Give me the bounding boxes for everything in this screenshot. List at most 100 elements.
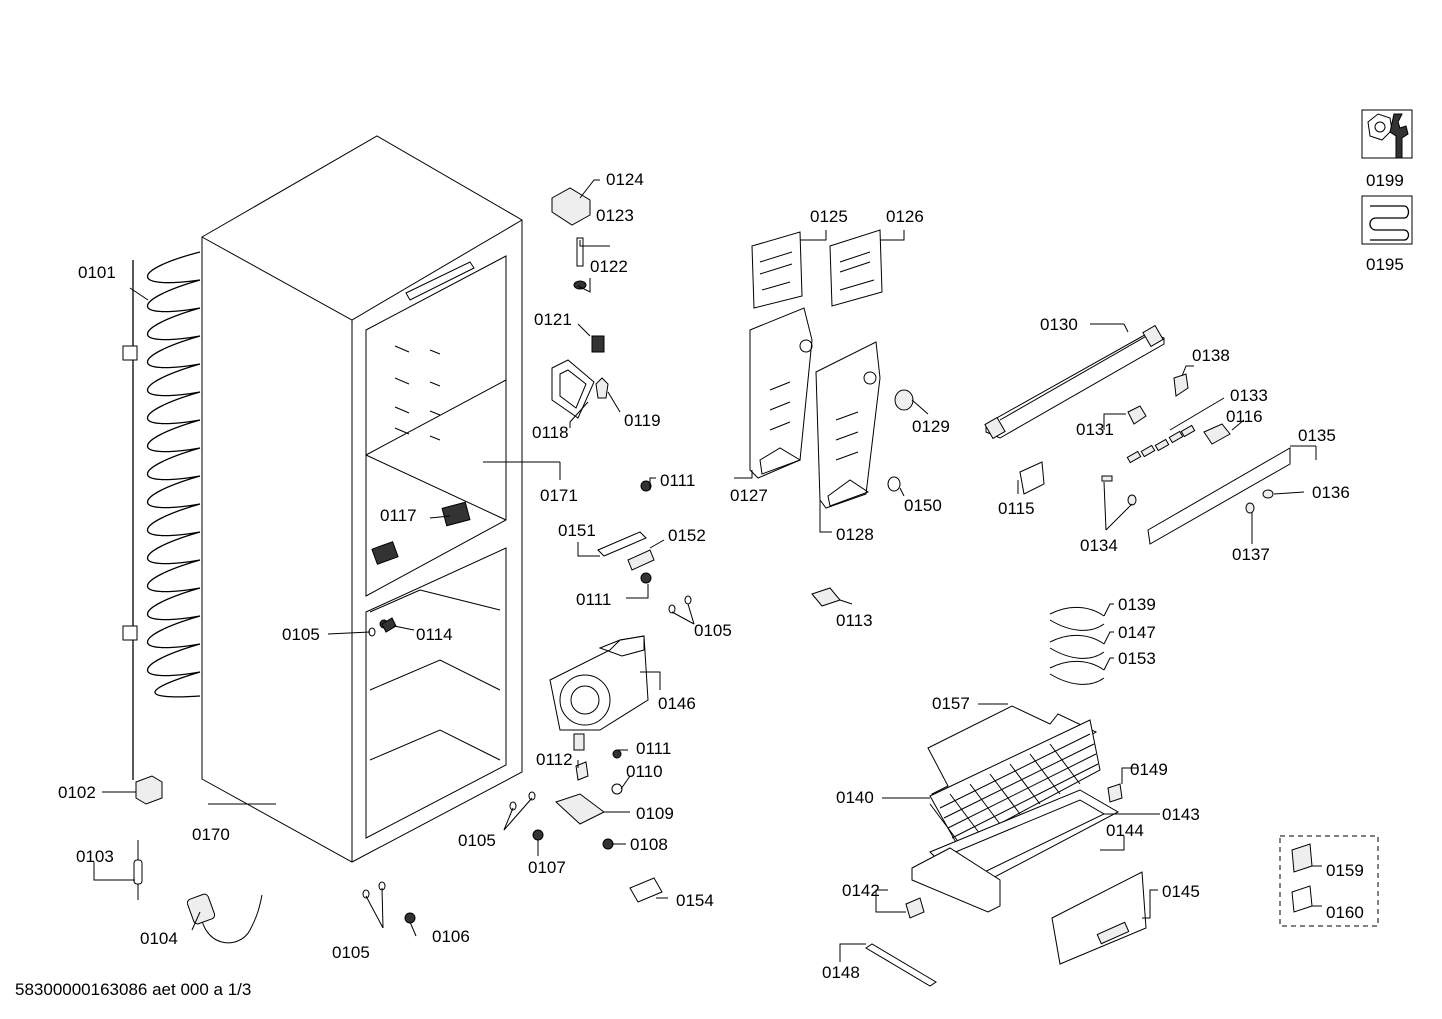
- label-0112: 0112: [536, 750, 573, 769]
- part-0134: [1101, 475, 1137, 506]
- label-0131: 0131: [1076, 420, 1114, 439]
- part-0125-panel: [751, 231, 803, 309]
- label-0105-d: 0105: [332, 943, 370, 962]
- part-0127-duct: [749, 307, 813, 479]
- label-0116: 0116: [1226, 407, 1263, 426]
- label-0133: 0133: [1230, 386, 1268, 405]
- part-0154-gasket: [629, 877, 663, 903]
- label-0117: 0117: [380, 506, 417, 525]
- label-0114: 0114: [416, 625, 453, 644]
- cabinet-body: [201, 135, 523, 863]
- part-0136: [1262, 489, 1274, 499]
- part-0133-buttons: [1126, 424, 1196, 464]
- label-0109: 0109: [636, 804, 674, 823]
- part-0112-clip: [575, 761, 589, 781]
- condenser-coil: [122, 251, 201, 780]
- label-0119: 0119: [624, 411, 661, 430]
- part-kit-0159-0160: [1279, 835, 1379, 927]
- part-0145-rear-cover: [1051, 871, 1147, 965]
- label-0135: 0135: [1298, 426, 1336, 445]
- part-0118-plate: [551, 359, 595, 419]
- label-0105-c: 0105: [458, 831, 496, 850]
- part-0151-bracket: [597, 531, 655, 571]
- part-0138: [1173, 373, 1189, 397]
- part-0104-power-cord: [186, 893, 263, 944]
- coil-icon: [1361, 195, 1413, 245]
- label-0140: 0140: [836, 788, 874, 807]
- label-0122: 0122: [590, 257, 628, 276]
- label-0113: 0113: [836, 611, 873, 630]
- label-0128: 0128: [836, 525, 874, 544]
- part-0119-fastener: [595, 377, 609, 399]
- label-0104: 0104: [140, 929, 178, 948]
- label-0130: 0130: [1040, 315, 1078, 334]
- label-0152: 0152: [668, 526, 706, 545]
- label-0134: 0134: [1080, 536, 1118, 555]
- label-0170: 0170: [192, 825, 230, 844]
- part-0137: [1245, 502, 1255, 514]
- part-labels: 0101 0102 0103 0104 0105 0105 0105 0105 …: [58, 170, 1404, 982]
- label-0160: 0160: [1326, 903, 1364, 922]
- label-0110: 0110: [626, 762, 663, 781]
- label-0199: 0199: [1366, 171, 1404, 190]
- label-0103: 0103: [76, 847, 114, 866]
- leader-lines: [93, 179, 1322, 962]
- label-0144: 0144: [1106, 821, 1144, 840]
- label-0129: 0129: [912, 417, 950, 436]
- part-0149: [1107, 783, 1123, 803]
- label-0105-a: 0105: [282, 625, 320, 644]
- label-0111-c: 0111: [636, 739, 671, 758]
- label-0138: 0138: [1192, 346, 1230, 365]
- label-0123: 0123: [596, 206, 634, 225]
- label-0159: 0159: [1326, 861, 1364, 880]
- part-0103-sensor: [133, 840, 143, 900]
- label-0151: 0151: [558, 521, 596, 540]
- shelf-supports: [394, 345, 441, 441]
- label-0111-b: 0111: [576, 590, 611, 609]
- label-0147: 0147: [1118, 623, 1156, 642]
- part-0150-fastener: [887, 476, 901, 492]
- label-0118: 0118: [532, 423, 569, 442]
- part-0115: [1019, 461, 1045, 495]
- label-0108: 0108: [630, 835, 668, 854]
- part-0135-strip: [1147, 447, 1291, 545]
- part-0130-control-housing: [984, 324, 1165, 440]
- label-0124: 0124: [606, 170, 644, 189]
- label-0105-b: 0105: [694, 621, 732, 640]
- label-0111-a: 0111: [660, 471, 695, 490]
- label-0195: 0195: [1366, 255, 1404, 274]
- label-0171: 0171: [540, 486, 578, 505]
- part-0113-switch: [811, 587, 841, 607]
- label-0121: 0121: [534, 310, 572, 329]
- part-0148-rail: [865, 943, 937, 987]
- label-0149: 0149: [1130, 760, 1168, 779]
- label-0142: 0142: [842, 881, 880, 900]
- part-0116: [1203, 423, 1231, 445]
- label-0148: 0148: [822, 963, 860, 982]
- label-0146: 0146: [658, 694, 696, 713]
- document-footer-id: 58300000163086 aet 000 a 1/3: [15, 980, 252, 999]
- label-0154: 0154: [676, 891, 714, 910]
- label-0126: 0126: [886, 207, 924, 226]
- label-0153: 0153: [1118, 649, 1156, 668]
- part-0102-clip: [135, 775, 163, 805]
- part-0142: [905, 897, 925, 919]
- label-0106: 0106: [432, 927, 470, 946]
- label-0150: 0150: [904, 496, 942, 515]
- label-0102: 0102: [58, 783, 96, 802]
- label-0115: 0115: [998, 499, 1035, 518]
- label-0136: 0136: [1312, 483, 1350, 502]
- part-0131: [1127, 405, 1147, 425]
- part-0128-duct: [815, 341, 881, 509]
- label-0145: 0145: [1162, 882, 1200, 901]
- part-0146-fan: [549, 635, 649, 751]
- label-0107: 0107: [528, 858, 566, 877]
- part-0129-knob: [894, 389, 914, 411]
- part-0109-plate: [555, 793, 605, 825]
- label-0137: 0137: [1232, 545, 1270, 564]
- label-0143: 0143: [1162, 805, 1200, 824]
- label-0101: 0101: [78, 263, 116, 282]
- label-0157: 0157: [932, 694, 970, 713]
- grommets: [362, 595, 692, 899]
